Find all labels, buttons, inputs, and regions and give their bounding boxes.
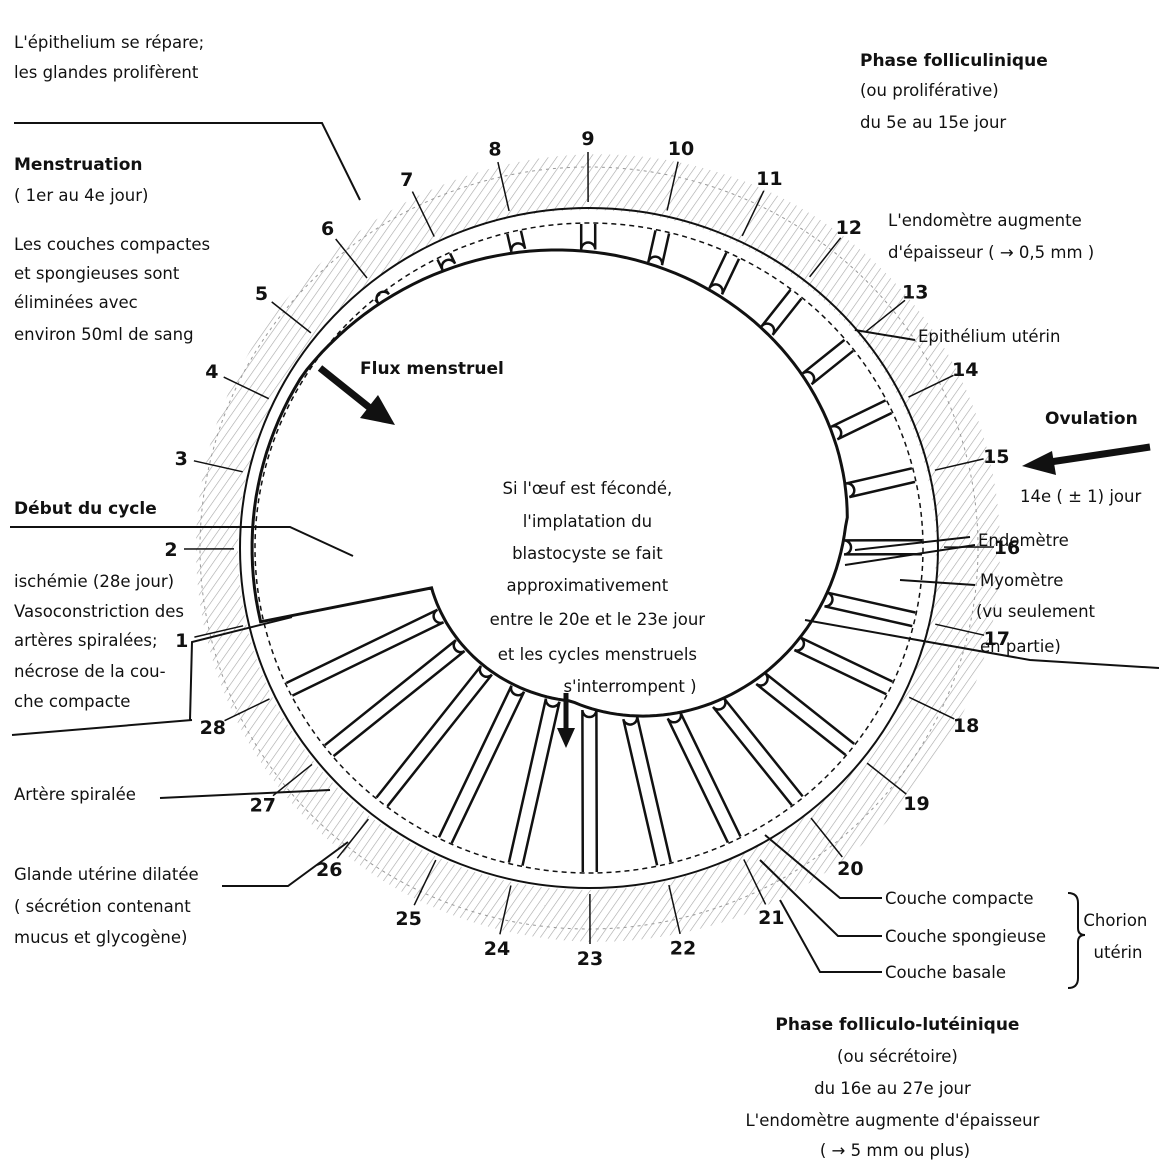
day-number-25: 25 <box>395 908 421 930</box>
menstrual-flow-label: Flux menstruel <box>360 359 504 379</box>
gland-outline <box>762 290 802 335</box>
implantation-label: Si l'œuf est fécondé, l'implatation du b… <box>490 479 711 696</box>
day-number-21: 21 <box>758 907 784 929</box>
gland-outline <box>846 468 915 497</box>
gland-day-26 <box>337 666 492 858</box>
dilated-gland-label: Glande utérine dilatée ( sécrétion conte… <box>14 865 204 947</box>
day-number-19: 19 <box>903 793 929 815</box>
gland-outline <box>286 610 443 696</box>
day-number-18: 18 <box>953 715 979 737</box>
luteal-phase-label: Phase folliculo-lutéinique (ou sécrétoir… <box>745 1015 1044 1160</box>
day-number-7: 7 <box>400 169 413 191</box>
day-number-13: 13 <box>902 282 928 304</box>
compact-layer-label: Couche compacte <box>885 889 1034 908</box>
basal-layer-label: Couche basale <box>885 963 1006 982</box>
gland-outline <box>713 698 803 805</box>
follicular-phase-title: Phase folliculinique <box>860 51 1048 71</box>
gland-outline <box>507 231 525 252</box>
gland-outline <box>623 716 670 865</box>
menstruation-days: ( 1er au 4e jour) <box>14 186 148 205</box>
day-number-9: 9 <box>581 128 594 150</box>
myometrium-label: Myomètre (vu seulement en partie) <box>976 571 1100 656</box>
day-number-2: 2 <box>164 539 177 561</box>
day-number-8: 8 <box>488 139 501 161</box>
day-number-22: 22 <box>670 938 696 960</box>
day-number-14: 14 <box>952 359 978 381</box>
day-number-3: 3 <box>175 448 188 470</box>
day-number-20: 20 <box>837 858 863 880</box>
epithelium-repair-label: L'épithelium se répare; les glandes prol… <box>14 33 210 82</box>
gland-outline <box>709 253 739 295</box>
day-number-11: 11 <box>756 168 782 190</box>
uterine-epithelium-label: Epithélium utérin <box>918 327 1060 346</box>
ovulation-arrow-icon <box>1022 447 1150 475</box>
gland-outline <box>377 666 492 806</box>
day-number-23: 23 <box>577 948 603 970</box>
cycle-start-label: Début du cycle <box>14 499 157 519</box>
gland-outline <box>509 699 560 866</box>
gland-day-27 <box>273 640 465 796</box>
day-number-6: 6 <box>321 218 334 240</box>
day-number-24: 24 <box>484 938 510 960</box>
ovulation-day: 14e ( ± 1) jour <box>1020 487 1141 506</box>
gland-outline <box>794 638 892 695</box>
gland-outline <box>803 340 854 384</box>
spongy-layer-label: Couche spongieuse <box>885 927 1046 946</box>
chorion-brace <box>1068 893 1085 988</box>
gland-outline <box>831 400 892 439</box>
day-number-10: 10 <box>668 138 694 160</box>
gland-outline <box>439 686 524 844</box>
endometrium-label: Endomètre <box>978 531 1069 550</box>
gland-outline <box>325 640 465 756</box>
gland-outline <box>582 710 596 872</box>
gland-outline <box>756 673 854 755</box>
day-number-12: 12 <box>836 217 862 239</box>
ischemia-label: ischémie (28e jour) Vasoconstriction des… <box>14 572 189 711</box>
day-number-4: 4 <box>205 361 218 383</box>
spiral-artery-label: Artère spiralée <box>14 785 136 804</box>
day-number-15: 15 <box>983 446 1009 468</box>
gland-outline <box>668 712 741 842</box>
day-number-5: 5 <box>255 283 268 305</box>
compact-layers-label: Les couches compactes et spongieuses son… <box>14 235 215 344</box>
follicular-phase-detail: (ou proliférative) du 5e au 15e jour <box>860 81 1006 132</box>
day-number-28: 28 <box>200 717 226 739</box>
gland-outline <box>581 224 595 250</box>
ovulation-title: Ovulation <box>1045 409 1138 429</box>
day-number-1: 1 <box>175 630 188 652</box>
day-number-27: 27 <box>250 794 276 816</box>
endometrium-grows-label: L'endomètre augmente d'épaisseur ( → 0,5… <box>888 211 1094 262</box>
chorion-label: Chorion utérin <box>1083 911 1152 962</box>
gland-outline <box>648 230 669 265</box>
gland-outline <box>825 593 916 626</box>
menstruation-title: Menstruation <box>14 155 143 175</box>
